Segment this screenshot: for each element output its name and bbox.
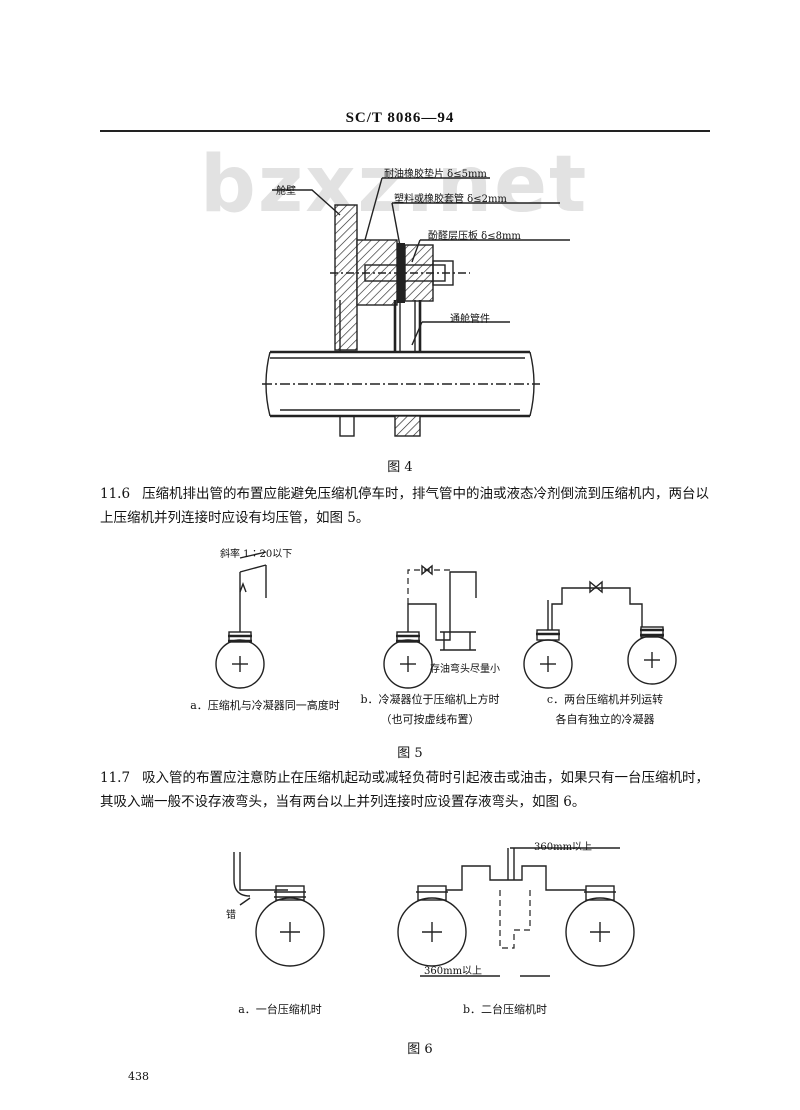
figure5-caption: 图 5 [397,746,423,761]
figure5-sub-b: b．冷凝器位于压缩机上方时 （也可按虚线布置） [355,690,505,730]
figure6-caption: 图 6 [407,1042,433,1057]
figure5-sub-c: c．两台压缩机并列运转 各自有独立的冷凝器 [525,690,685,730]
label-bulkhead: 舱壁 [276,186,296,197]
figure6-sub-a: a．一台压缩机时 [238,1003,322,1016]
figure6-drawing [233,847,635,977]
figure5-sub-a: a．压缩机与冷凝器同一高度时 [190,699,340,712]
label-dim-bottom: 360mm以上 [424,966,483,977]
figure4-drawing [262,177,570,437]
figure6-sub-b: b．二台压缩机时 [462,1003,548,1016]
label-plastic-sleeve: 塑料或橡胶套管 δ≤2mm [394,194,507,205]
label-dim-top: 360mm以上 [534,842,593,853]
label-through-fitting: 通舱管件 [450,314,490,325]
bulkhead-plate [334,204,358,351]
label-oil-rubber-pad: 耐油橡胶垫片 δ≤5mm [384,169,487,180]
figure5-sub-c-line1: c．两台压缩机并列运转 [546,693,664,706]
standard-number-header: SC/T 8086—94 [345,110,455,126]
section-text-line2: 其吸入端一般不设存液弯头，当有两台以上并列连接时应设置存液弯头，如图 6。 [100,794,586,810]
figure4-caption: 图 4 [387,460,413,475]
label-slope: 斜率 1∶20以下 [220,549,293,560]
figure5-sub-b-line1: b．冷凝器位于压缩机上方时 [360,693,500,706]
figure5-drawing [215,551,677,689]
section-11-7: 11.7 吸入管的布置应注意防止在压缩机起动或减轻负荷时引起液击或油击，如果只有一… [100,766,720,814]
section-number: 11.7 [100,770,131,786]
section-number: 11.6 [100,486,131,502]
watermark: bzxz.net [200,140,589,230]
label-oil-bend: 存油弯头尽量小 [430,664,500,675]
page-number: 438 [128,1070,149,1083]
figure5-sub-b-line2: （也可按虚线布置） [380,713,480,726]
section-text-line1: 吸入管的布置应注意防止在压缩机起动或减轻负荷时引起液击或油击，如果只有一台压缩机… [142,770,710,786]
label-phenolic-board: 酚醛层压板 δ≤8mm [428,231,521,242]
figure5-sub-c-line2: 各自有独立的冷凝器 [555,713,655,726]
label-wrong: 错 [226,910,236,921]
section-text: 压缩机排出管的布置应能避免压缩机停车时，排气管中的油或液态冷剂倒流到压缩机内，两… [100,486,710,526]
header-rule [100,130,710,132]
